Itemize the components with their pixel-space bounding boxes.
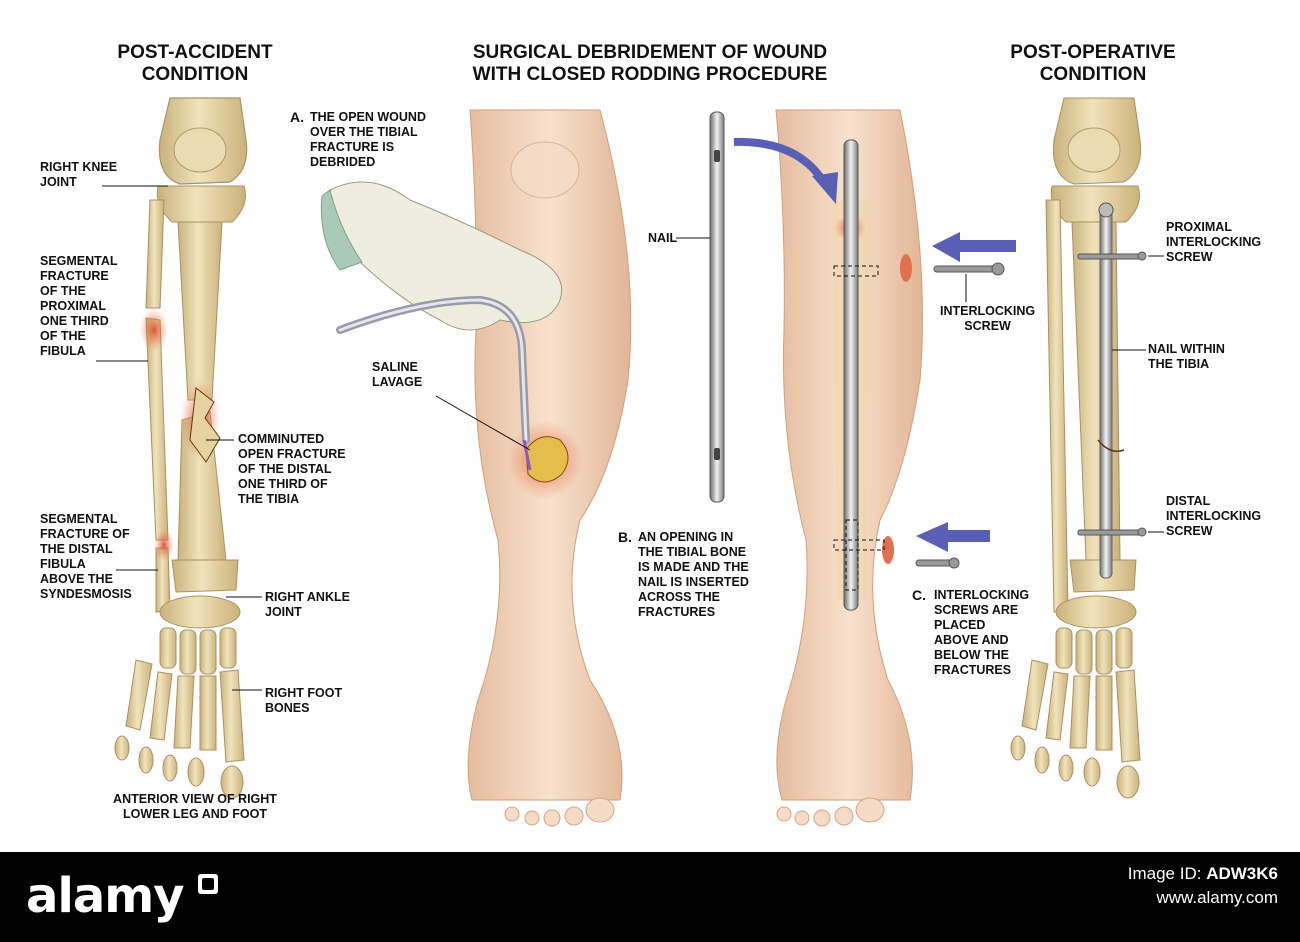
caption-line: ANTERIOR VIEW OF RIGHT: [113, 792, 277, 806]
label-line: JOINT: [40, 175, 77, 189]
label-line: FRACTURE: [40, 269, 109, 283]
label-line: ACROSS THE: [638, 590, 720, 604]
label-line: FRACTURES: [638, 605, 716, 619]
title-post-accident: POST-ACCIDENT CONDITION: [90, 42, 300, 86]
image-id-label: Image ID:: [1127, 864, 1202, 883]
label-line: FRACTURE IS: [310, 140, 395, 154]
debridement-leg: [320, 109, 632, 827]
label-line: SCREWS ARE: [934, 603, 1019, 617]
label-line: OF THE DISTAL: [238, 462, 332, 476]
label-line: THE DISTAL: [40, 542, 113, 556]
rodding-leg: [733, 109, 1016, 827]
label-comminuted-tibia-fracture: COMMINUTED OPEN FRACTURE OF THE DISTAL O…: [238, 432, 346, 507]
label-saline-lavage: SALINE LAVAGE: [372, 360, 422, 390]
caption-line: LOWER LEG AND FOOT: [123, 807, 267, 821]
label-interlocking-screw: INTERLOCKING SCREW: [940, 304, 1035, 334]
label-line: ABOVE AND: [934, 633, 1009, 647]
title-post-operative-line2: CONDITION: [1039, 64, 1147, 85]
label-line: SCREW: [1166, 524, 1213, 538]
label-distal-interlocking-screw: DISTAL INTERLOCKING SCREW: [1166, 494, 1261, 539]
title-surgical-line1: SURGICAL DEBRIDEMENT OF WOUND: [472, 42, 828, 63]
label-nail: NAIL: [648, 231, 678, 245]
title-surgical-procedure: SURGICAL DEBRIDEMENT OF WOUND WITH CLOSE…: [400, 42, 900, 86]
label-distal-fibula-fracture: SEGMENTAL FRACTURE OF THE DISTAL FIBULA …: [40, 512, 132, 602]
title-post-accident-line2: CONDITION: [141, 64, 249, 85]
post-accident-skeleton: [96, 97, 262, 799]
label-right-ankle-joint: RIGHT ANKLE JOINT: [265, 590, 350, 620]
label-line: THE TIBIA: [238, 492, 300, 506]
label-line: ABOVE THE: [40, 572, 113, 586]
label-line: OVER THE TIBIAL: [310, 125, 418, 139]
label-proximal-fibula-fracture: SEGMENTAL FRACTURE OF THE PROXIMAL ONE T…: [40, 254, 118, 359]
label-line: THE OPEN WOUND: [310, 110, 426, 124]
label-line: RIGHT ANKLE: [265, 590, 350, 604]
step-b-note: B. AN OPENING IN THE TIBIAL BONE IS MADE…: [618, 530, 749, 620]
label-line: INTERLOCKING: [1166, 509, 1262, 523]
alamy-logo-icon: [198, 874, 218, 894]
label-line: RIGHT KNEE: [40, 160, 118, 174]
label-line: THE TIBIAL BONE: [638, 545, 747, 559]
label-line: DEBRIDED: [310, 155, 376, 169]
image-id-value: ADW3K6: [1206, 864, 1278, 883]
illustration-canvas: [96, 97, 1164, 827]
label-line: FRACTURE OF: [40, 527, 130, 541]
label-line: RIGHT FOOT: [265, 686, 343, 700]
image-id-block: Image ID: ADW3K6 www.alamy.com: [1128, 862, 1278, 910]
step-a-letter: A.: [290, 109, 304, 125]
label-line: LAVAGE: [372, 375, 423, 389]
step-c-letter: C.: [912, 587, 926, 603]
step-a-note: A. THE OPEN WOUND OVER THE TIBIAL FRACTU…: [290, 110, 426, 170]
label-line: FRACTURES: [934, 663, 1012, 677]
label-right-knee-joint: RIGHT KNEE JOINT: [40, 160, 117, 190]
label-right-foot-bones: RIGHT FOOT BONES: [265, 686, 342, 716]
label-line: BELOW THE: [934, 648, 1009, 662]
label-nail-within-tibia: NAIL WITHIN THE TIBIA: [1148, 342, 1225, 372]
post-operative-skeleton: [1010, 97, 1164, 799]
label-line: JOINT: [265, 605, 302, 619]
label-line: SCREW: [964, 319, 1011, 333]
title-post-operative-line1: POST-OPERATIVE: [1010, 42, 1176, 63]
title-post-operative: POST-OPERATIVE CONDITION: [988, 42, 1198, 86]
footer-bar: alamy Image ID: ADW3K6 www.alamy.com: [0, 852, 1300, 942]
caption-anterior-view: ANTERIOR VIEW OF RIGHT LOWER LEG AND FOO…: [104, 792, 286, 822]
label-line: SEGMENTAL: [40, 254, 118, 268]
label-line: ONE THIRD: [40, 314, 109, 328]
label-proximal-interlocking-screw: PROXIMAL INTERLOCKING SCREW: [1166, 220, 1261, 265]
label-line: AN OPENING IN: [638, 530, 734, 544]
step-c-note: C. INTERLOCKING SCREWS ARE PLACED ABOVE …: [912, 588, 1029, 678]
label-line: SCREW: [1166, 250, 1213, 264]
step-b-letter: B.: [618, 529, 632, 545]
label-line: FIBULA: [40, 344, 86, 358]
label-line: PROXIMAL: [40, 299, 106, 313]
label-line: SEGMENTAL: [40, 512, 118, 526]
label-line: INTERLOCKING: [940, 304, 1036, 318]
label-line: SALINE: [372, 360, 418, 374]
label-line: INTERLOCKING: [1166, 235, 1262, 249]
label-line: ONE THIRD OF: [238, 477, 328, 491]
label-line: THE TIBIA: [1148, 357, 1210, 371]
label-line: NAIL IS INSERTED: [638, 575, 749, 589]
label-line: OF THE: [40, 284, 86, 298]
label-line: FIBULA: [40, 557, 86, 571]
label-line: IS MADE AND THE: [638, 560, 749, 574]
label-line: NAIL WITHIN: [1148, 342, 1225, 356]
site-url[interactable]: www.alamy.com: [1156, 888, 1278, 907]
label-line: SYNDESMOSIS: [40, 587, 132, 601]
label-line: INTERLOCKING: [934, 588, 1030, 602]
title-surgical-line2: WITH CLOSED RODDING PROCEDURE: [472, 64, 828, 85]
label-line: PLACED: [934, 618, 986, 632]
label-line: OPEN FRACTURE: [238, 447, 346, 461]
title-post-accident-line1: POST-ACCIDENT: [117, 42, 273, 63]
alamy-logo[interactable]: alamy: [26, 868, 185, 924]
label-line: OF THE: [40, 329, 86, 343]
label-line: COMMINUTED: [238, 432, 325, 446]
nail-illustration: [676, 111, 725, 503]
label-line: PROXIMAL: [1166, 220, 1232, 234]
label-line: BONES: [265, 701, 310, 715]
label-line: DISTAL: [1166, 494, 1211, 508]
